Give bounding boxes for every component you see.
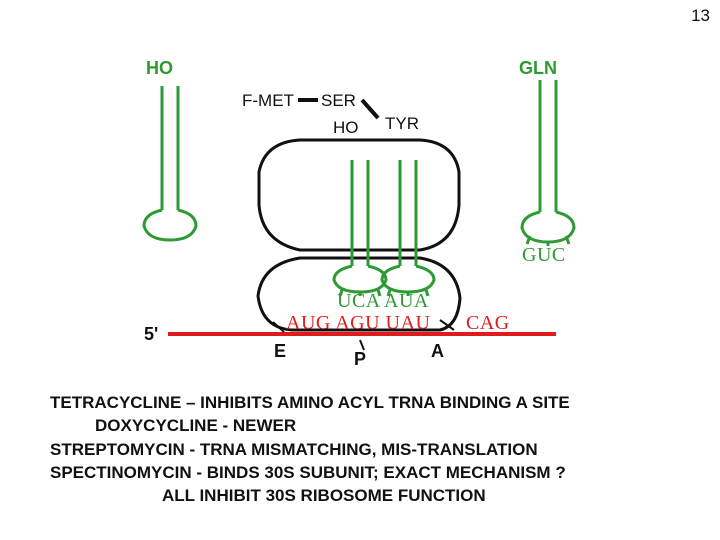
caption-doxycycline: DOXYCYCLINE - NEWER <box>95 416 296 436</box>
trna-left-end-label: HO <box>146 58 173 79</box>
caption-tetracycline: TETRACYCLINE – INHIBITS AMINO ACYL TRNA … <box>50 393 570 413</box>
peptide-bond-tyr <box>362 100 378 118</box>
p-site-end-label: HO <box>333 118 359 138</box>
fmet-label: F-MET <box>242 91 294 111</box>
caption-streptomycin: STREPTOMYCIN - TRNA MISMATCHING, MIS-TRA… <box>50 440 538 460</box>
trna-left <box>144 86 196 240</box>
anticodon-gln: GUC <box>522 244 566 267</box>
five-prime-label: 5' <box>144 324 158 345</box>
gln-label: GLN <box>519 58 557 79</box>
caption-summary: ALL INHIBIT 30S RIBOSOME FUNCTION <box>162 486 486 506</box>
anticodons-label: UCA AUA <box>337 290 429 313</box>
e-site-label: E <box>274 341 286 362</box>
tyr-label: TYR <box>385 114 419 134</box>
ser-label: SER <box>321 91 356 111</box>
trna-a-site <box>382 160 434 296</box>
next-codon-label: CAG <box>466 312 510 335</box>
a-site-label: A <box>431 341 444 362</box>
trna-p-site <box>334 160 386 296</box>
caption-spectinomycin: SPECTINOMYCIN - BINDS 30S SUBUNIT; EXACT… <box>50 463 566 483</box>
trna-right <box>522 80 574 246</box>
p-site-label: P <box>354 349 366 370</box>
ribosome-large-subunit <box>259 140 459 250</box>
codons-label: AUG AGU UAU <box>286 312 430 335</box>
